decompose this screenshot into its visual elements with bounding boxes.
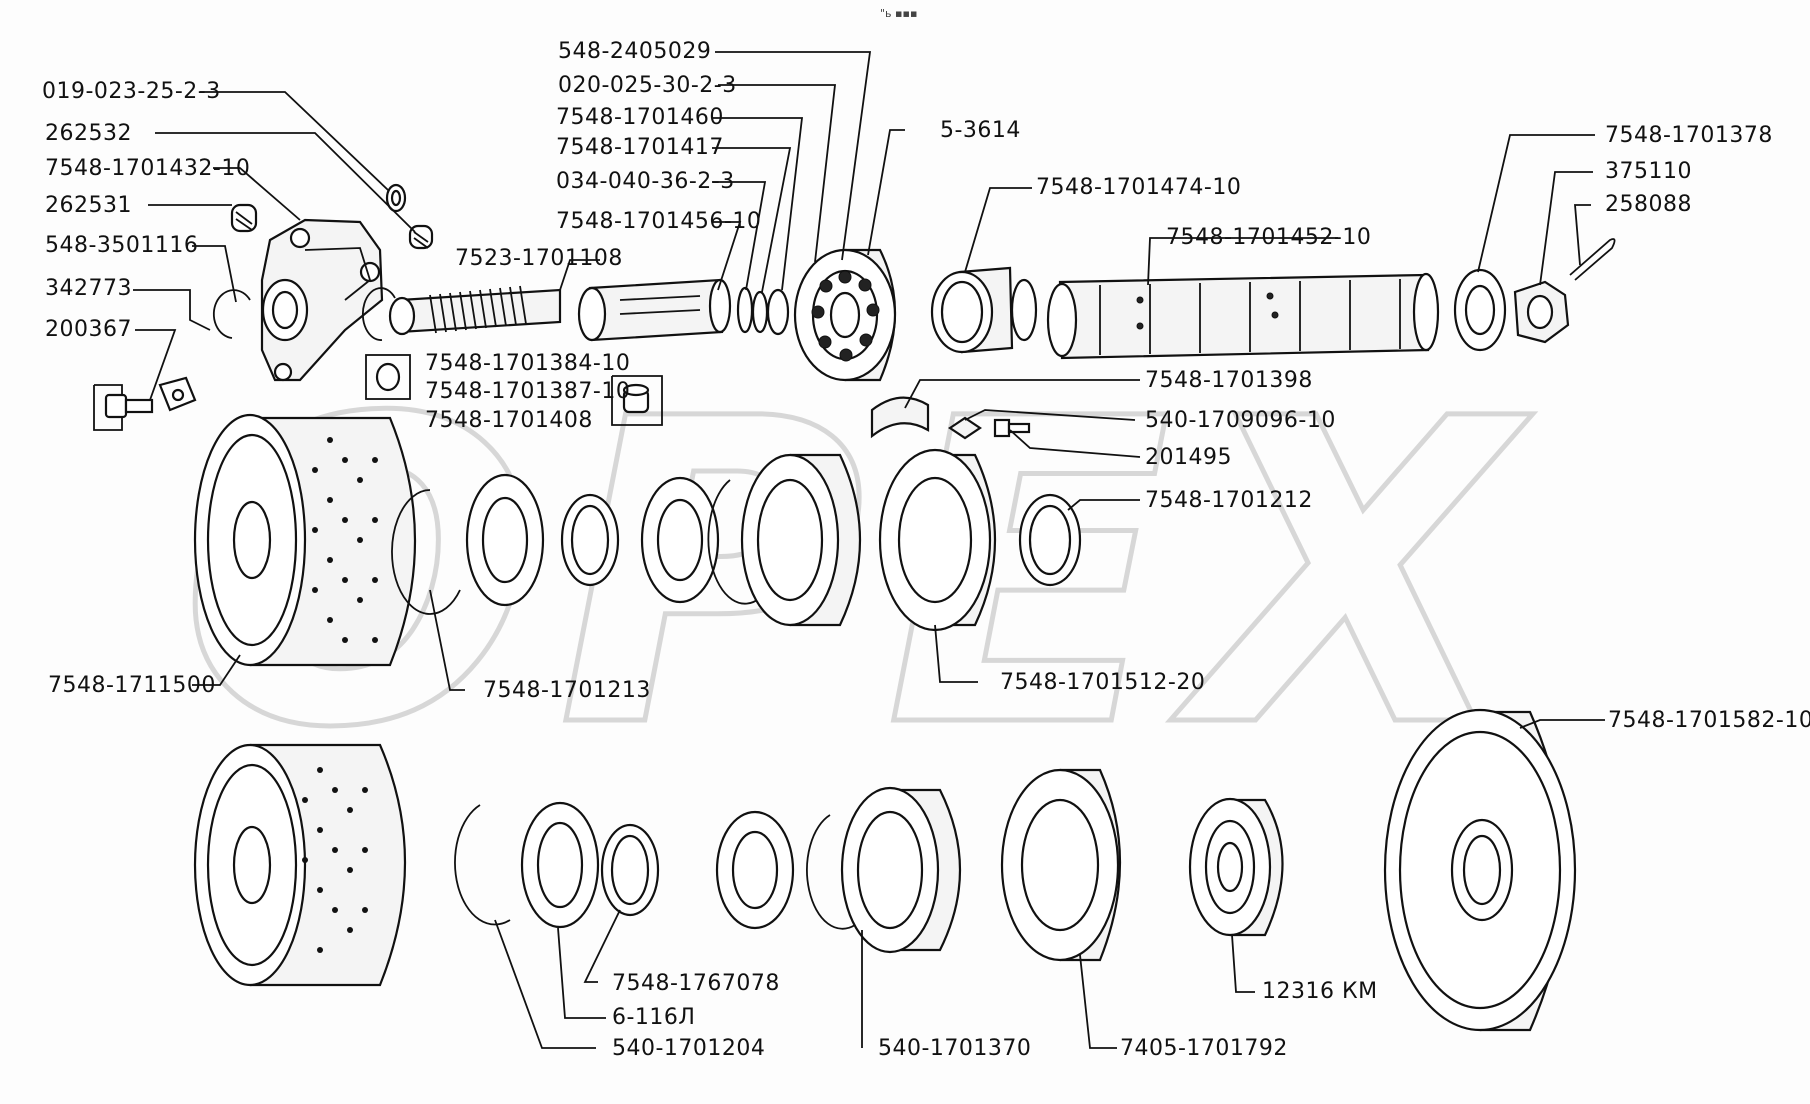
gear-upper-1: [740, 453, 862, 627]
label-12316KM: 12316 КМ: [1262, 979, 1378, 1004]
bolt-201495: [993, 418, 1031, 438]
label-7548-1711500: 7548-1711500: [48, 673, 216, 698]
gear-set-upper: [193, 413, 1082, 667]
label-5-3614: 5-3614: [940, 118, 1021, 143]
castle-nut-375110: [1513, 280, 1570, 344]
bearing-upper-1: [465, 473, 545, 607]
bolt-box-342773: [93, 384, 154, 431]
label-7548-1701452-10: 7548-1701452-10: [1166, 225, 1371, 250]
split-ring-540-1701204: [454, 804, 511, 926]
label-7405-1701792: 7405-1701792: [1120, 1036, 1288, 1061]
label-7548-1701384-10: 7548-1701384-10: [425, 351, 630, 376]
plug-262532: [408, 224, 434, 250]
ring-7548-1701460: [766, 288, 790, 336]
tube-7548-1701456: [577, 278, 732, 342]
gear-7548-1701582-10: [1383, 708, 1577, 1032]
label-7548-1701398: 7548-1701398: [1145, 368, 1313, 393]
gear-7405-1701792: [1000, 768, 1122, 962]
label-540-1701370: 540-1701370: [878, 1036, 1031, 1061]
label-7548-1701213: 7548-1701213: [483, 678, 651, 703]
label-262531: 262531: [45, 193, 132, 218]
label-548-2405029: 548-2405029: [558, 39, 711, 64]
label-262532: 262532: [45, 121, 132, 146]
label-020-025-30-2-3: 020-025-30-2-3: [558, 73, 737, 98]
label-258088: 258088: [1605, 192, 1692, 217]
plug-262531: [230, 203, 258, 233]
split-ring-lower-2: [806, 814, 856, 930]
bearing-12316KM: [1188, 797, 1284, 937]
label-034-040-36-2-3: 034-040-36-2-3: [556, 169, 735, 194]
nut-box-7548-1701408: [611, 375, 663, 426]
washer-7548-1701378: [1453, 268, 1507, 352]
label-7548-1701378: 7548-1701378: [1605, 123, 1773, 148]
bearing-6-116L: [520, 801, 600, 929]
label-7548-1701417: 7548-1701417: [556, 135, 724, 160]
clutch-drum-7548-1711500: [193, 413, 417, 667]
label-200367: 200367: [45, 317, 132, 342]
shaft-7523-1701108: [388, 285, 562, 336]
spring: [429, 285, 527, 334]
bearing-lower-2: [715, 810, 795, 930]
label-201495: 201495: [1145, 445, 1232, 470]
label-7548-1701460: 7548-1701460: [556, 105, 724, 130]
cotter-pin-258088: [1569, 238, 1616, 281]
label-7548-1701582-10: 7548-1701582-10: [1608, 708, 1810, 733]
ring-7548-1701212: [1018, 493, 1082, 587]
part-labels: 548-2405029 019-023-25-2-3 020-025-30-2-…: [42, 39, 1810, 1061]
label-342773: 342773: [45, 276, 132, 301]
label-6-116L: 6-116Л: [612, 1005, 695, 1030]
label-7548-1701474-10: 7548-1701474-10: [1036, 175, 1241, 200]
label-7548-1701432-10: 7548-1701432-10: [45, 156, 250, 181]
gear-7548-1701512-20: [878, 448, 997, 632]
header-mark: "ь ▪▪▪: [880, 7, 917, 20]
bearing-upper-2: [640, 476, 720, 604]
label-7548-1701456-10: 7548-1701456-10: [556, 209, 761, 234]
label-7548-1701387-10: 7548-1701387-10: [425, 379, 630, 404]
gear-set-lower: [193, 708, 1577, 1032]
ring-034: [736, 286, 754, 334]
snap-ring-7548-1701384: [361, 287, 396, 341]
spline-shaft-7548-1701452: [1046, 272, 1440, 360]
split-ring-7548-1701213: [391, 489, 461, 615]
label-540-1701204: 540-1701204: [612, 1036, 765, 1061]
sleeve-7548-1701474: [930, 266, 1038, 354]
label-540-1709096-10: 540-1709096-10: [1145, 408, 1336, 433]
gear-540-1701370: [840, 786, 962, 954]
ring-upper-1: [560, 493, 620, 587]
ring-020: [751, 290, 769, 334]
label-7548-1701408: 7548-1701408: [425, 408, 593, 433]
shaft-assembly: [93, 183, 1616, 431]
bearing-5-3614: [793, 248, 897, 382]
snap-ring-548: [212, 289, 251, 339]
label-7548-1767078: 7548-1767078: [612, 971, 780, 996]
small-parts-row: [870, 396, 1031, 440]
ring-box-7548-1701387: [365, 354, 411, 400]
label-7548-1701512-20: 7548-1701512-20: [1000, 670, 1205, 695]
washer-200367: [158, 376, 197, 412]
split-ring-upper-2: [707, 479, 761, 605]
label-7548-1701212: 7548-1701212: [1145, 488, 1313, 513]
label-375110: 375110: [1605, 159, 1692, 184]
cover-housing: [260, 218, 384, 382]
bracket-7548-1701398: [870, 396, 930, 439]
clutch-drum-lower: [193, 743, 407, 987]
label-7523-1701108: 7523-1701108: [455, 246, 623, 271]
lock-plate-540-1709096: [948, 416, 982, 440]
leader-lines: [133, 51, 1605, 1049]
label-019-023-25-2-3: 019-023-25-2-3: [42, 79, 221, 104]
ring-7548-1767078: [600, 823, 660, 917]
label-548-3501116: 548-3501116: [45, 233, 198, 258]
